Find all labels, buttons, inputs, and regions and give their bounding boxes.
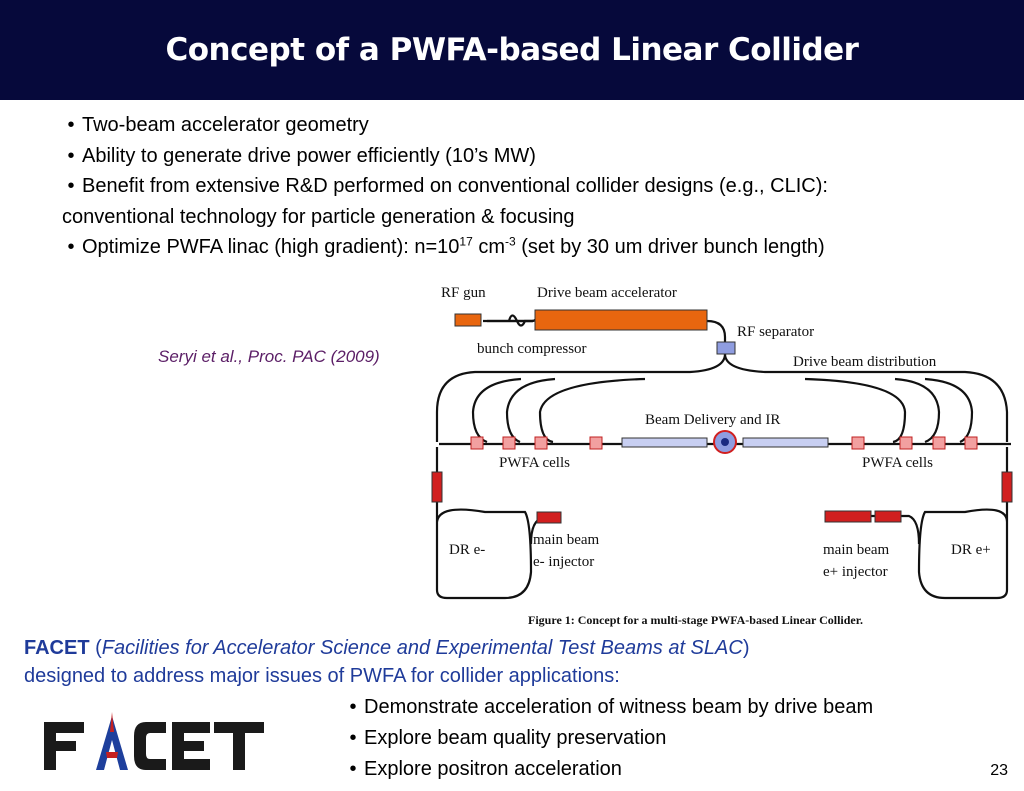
facet-line-1: FACET (Facilities for Accelerator Scienc… <box>24 634 984 662</box>
loop-left-4 <box>538 377 646 444</box>
outer-loop-right <box>723 353 1009 442</box>
pwfa-cell <box>502 436 516 450</box>
facet-logo-letters <box>44 722 264 770</box>
beam-delivery-left <box>621 437 708 448</box>
label-bunch-compressor: bunch compressor <box>477 341 587 357</box>
goal-item: • Explore beam quality preservation <box>342 723 873 754</box>
bullet-text: Two-beam accelerator geometry <box>82 114 369 136</box>
outer-loop-left <box>435 353 727 442</box>
loop-right-2 <box>924 377 974 444</box>
label-main-beam-right-2: e+ injector <box>823 564 888 580</box>
pwfa-cell <box>470 436 484 450</box>
rf-separator-block <box>716 341 736 355</box>
facet-line-2: designed to address major issues of PWFA… <box>24 665 620 687</box>
bunch-compressor-chicane <box>507 314 533 327</box>
label-pwfa-cells-left: PWFA cells <box>499 455 570 471</box>
label-rf-separator: RF separator <box>737 324 814 340</box>
bullet-item: • Ability to generate drive power efficie… <box>60 141 1000 172</box>
drive-beam-accelerator-block <box>534 309 708 331</box>
label-main-beam-left-1: main beam <box>533 532 600 548</box>
facet-expansion: Facilities for Accelerator Science and E… <box>101 637 743 659</box>
bullet-glyph: • <box>67 144 75 167</box>
rf-gun-block <box>454 313 482 327</box>
exponent: 17 <box>459 234 473 249</box>
pwfa-cell <box>964 436 978 450</box>
label-main-beam-left-2: e- injector <box>533 554 594 570</box>
label-dr-e-minus: DR e- <box>449 542 485 558</box>
intro-bullets: • Two-beam accelerator geometry • Ability … <box>60 110 1000 263</box>
paren: ( <box>89 637 102 659</box>
slide-title: Concept of a PWFA-based Linear Collider <box>165 32 859 68</box>
bullet-text: Ability to generate drive power efficien… <box>82 144 536 167</box>
bullet-item: • Benefit from extensive R&D performed on… <box>60 171 1000 202</box>
label-pwfa-cells-right: PWFA cells <box>862 455 933 471</box>
bullet-text: cm <box>472 236 505 258</box>
dr-e-plus-ring <box>917 447 1009 600</box>
label-drive-beam-distribution: Drive beam distribution <box>793 354 937 370</box>
pwfa-cells-left-group <box>470 436 603 450</box>
loop-left-2 <box>471 377 522 444</box>
bullet-text: Benefit from extensive R&D performed on … <box>82 175 828 197</box>
goal-item: • Demonstrate acceleration of witness bea… <box>342 692 873 723</box>
label-dr-e-plus: DR e+ <box>951 542 991 558</box>
goal-item: • Explore positron acceleration <box>342 754 873 785</box>
beam-delivery-right <box>742 437 829 448</box>
bullet-glyph: • <box>67 175 75 197</box>
bullet-glyph: • <box>349 758 357 780</box>
bullet-text: (set by 30 um driver bunch length) <box>515 236 825 258</box>
right-vertical-block <box>1001 471 1013 503</box>
label-beam-delivery: Beam Delivery and IR <box>645 412 780 428</box>
facet-goals: • Demonstrate acceleration of witness bea… <box>342 692 873 785</box>
e-plus-injector-block-2 <box>874 510 902 523</box>
facet-description: FACET (Facilities for Accelerator Scienc… <box>24 634 984 690</box>
facet-logo-a-icon <box>96 712 128 770</box>
e-plus-injector-block-1 <box>824 510 872 523</box>
loop-right-3 <box>894 377 941 444</box>
goal-text: Explore positron acceleration <box>364 758 622 780</box>
pwfa-cell <box>589 436 603 450</box>
e-minus-injector-block <box>536 511 562 524</box>
pwfa-cell <box>851 436 865 450</box>
bullet-text: Optimize PWFA linac (high gradient): n=1… <box>82 236 460 258</box>
left-vertical-block <box>431 471 443 503</box>
title-bar: Concept of a PWFA-based Linear Collider <box>0 0 1024 100</box>
page-number: 23 <box>990 762 1008 779</box>
interaction-point-core <box>721 438 729 446</box>
label-drive-beam-accelerator: Drive beam accelerator <box>537 285 677 301</box>
collider-diagram: RF gun Drive beam accelerator RF separat… <box>431 285 1013 627</box>
label-main-beam-right-1: main beam <box>823 542 890 558</box>
figure-caption: Figure 1: Concept for a multi-stage PWFA… <box>528 613 863 627</box>
accel-to-separator <box>706 319 727 352</box>
loop-right-4 <box>804 377 907 444</box>
pwfa-cells-right-group <box>851 436 978 450</box>
bullet-item: • Optimize PWFA linac (high gradient): n=… <box>60 232 1000 263</box>
goal-text: Explore beam quality preservation <box>364 727 667 749</box>
goal-text: Demonstrate acceleration of witness beam… <box>364 696 874 718</box>
exponent: -3 <box>504 234 516 249</box>
bullet-glyph: • <box>349 696 357 718</box>
pwfa-cell <box>899 436 913 450</box>
bullet-glyph: • <box>349 727 357 749</box>
facet-logo <box>44 712 264 770</box>
e-plus-injector-line <box>825 514 921 545</box>
pwfa-cell <box>534 436 548 450</box>
citation: Seryi et al., Proc. PAC (2009) <box>158 347 380 366</box>
loop-left-3 <box>505 377 556 444</box>
bullet-glyph: • <box>67 236 75 258</box>
paren: ) <box>742 637 750 659</box>
pwfa-cell <box>932 436 946 450</box>
dr-e-minus-ring <box>435 447 533 600</box>
bullet-glyph: • <box>67 114 75 136</box>
facet-name: FACET <box>24 637 90 659</box>
label-rf-gun: RF gun <box>441 285 486 301</box>
bullet-continuation: conventional technology for particle gen… <box>62 205 575 228</box>
bullet-item: • Two-beam accelerator geometry <box>60 110 1000 141</box>
